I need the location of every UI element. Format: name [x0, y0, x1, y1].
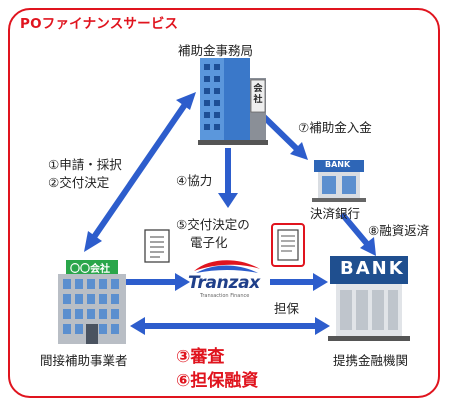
- arrow-operator-government: [84, 92, 196, 252]
- arrow-government-settlement-bank: [257, 110, 308, 160]
- step-2-label: ②交付決定: [48, 175, 110, 190]
- arrow-operator-tranzax: [120, 273, 190, 291]
- arrow-tranzax-partner-bank: [270, 273, 328, 291]
- partner-bank-label: 提携金融機関: [333, 353, 409, 368]
- step-5-label-line1: ⑤交付決定の: [176, 217, 250, 232]
- government-label: 補助金事務局: [178, 43, 254, 58]
- arrow-settlement-partner-bank: [339, 212, 376, 256]
- step-3-label: ③審査: [176, 347, 225, 367]
- settlement-bank-icon: [312, 160, 366, 202]
- operator-building-icon: [58, 260, 126, 344]
- arrow-government-tranzax: [218, 148, 238, 208]
- step-7-label: ⑦補助金入金: [298, 120, 372, 135]
- settlement-bank-sign: BANK: [325, 160, 351, 169]
- tranzax-wordmark: Tranzax: [188, 273, 260, 293]
- step-1-label: ①申請・採択: [48, 157, 122, 172]
- operator-label: 間接補助事業者: [40, 353, 128, 368]
- operator-building-sign: 〇〇会社: [70, 264, 110, 275]
- service-frame: [8, 8, 440, 398]
- step-6-label: ⑥担保融資: [176, 371, 259, 391]
- partner-bank-sign: BANK: [340, 258, 405, 279]
- collateral-label: 担保: [274, 301, 300, 316]
- tranzax-tagline: Transaction Finance: [200, 293, 250, 299]
- document-icon: [144, 229, 170, 263]
- electronic-document-icon: [271, 223, 305, 267]
- government-building-icon: [198, 58, 268, 145]
- tranzax-logo: Tranzax Transaction Finance: [186, 255, 268, 303]
- arrow-operator-partner-bank: [130, 317, 330, 335]
- step-4-label: ④協力: [176, 173, 213, 188]
- tranzax-swoosh-icon: [194, 260, 260, 273]
- government-building-sign: 会社: [253, 84, 263, 105]
- diagram-title: POファイナンスサービス: [20, 16, 179, 32]
- step-8-label: ⑧融資返済: [368, 223, 430, 238]
- partner-bank-icon: [328, 256, 410, 341]
- settlement-bank-label: 決済銀行: [310, 206, 361, 221]
- step-5-label-line2: 電子化: [190, 235, 228, 250]
